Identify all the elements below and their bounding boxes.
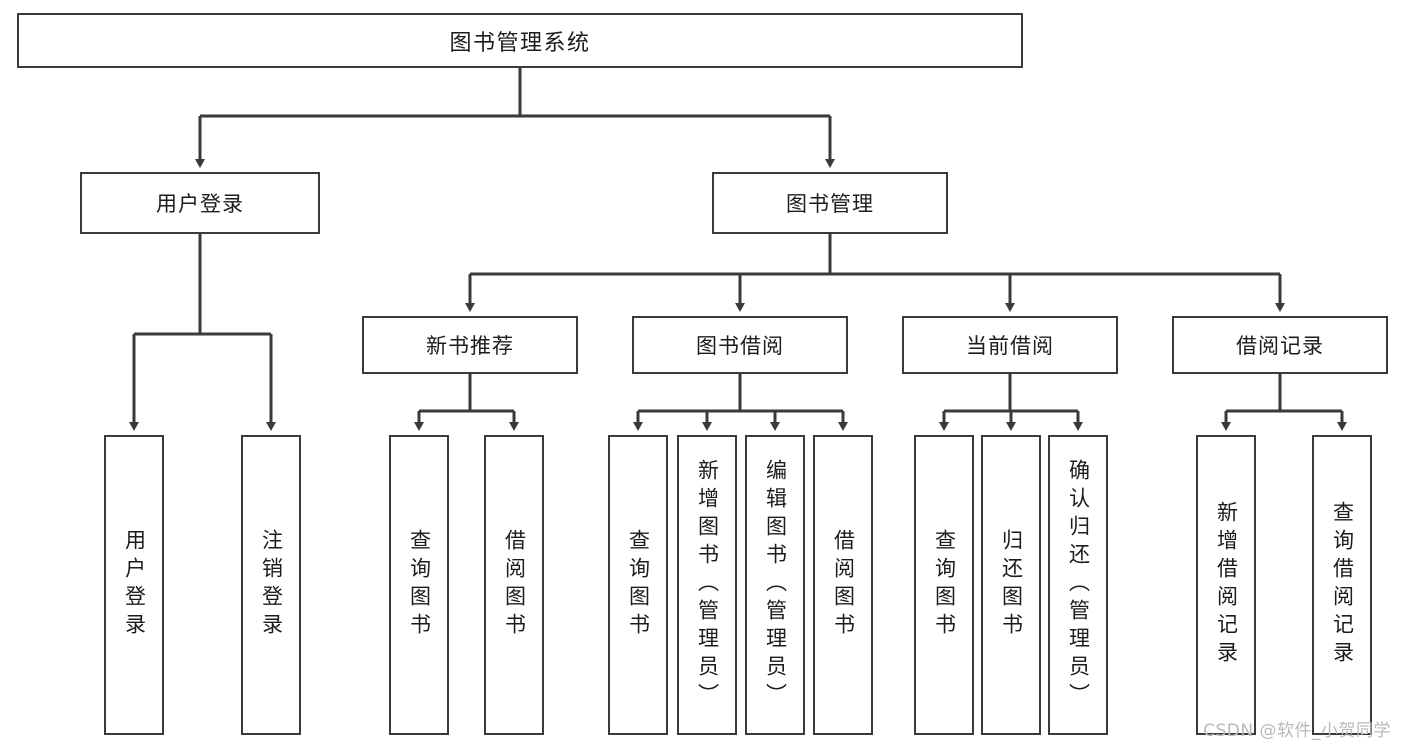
- node-user-login[interactable]: 用户登录: [80, 172, 320, 234]
- leaf-logout[interactable]: 注销登录: [241, 435, 301, 735]
- node-root[interactable]: 图书管理系统: [17, 13, 1023, 68]
- leaf-edit-book-admin-label: 编辑图书（管理员）: [763, 459, 788, 711]
- node-new-book-recommend-label: 新书推荐: [426, 334, 514, 358]
- leaf-query-borrow-record-label: 查询借阅记录: [1330, 501, 1355, 669]
- leaf-query-book-borrow-label: 查询图书: [626, 529, 651, 641]
- node-new-book-recommend[interactable]: 新书推荐: [362, 316, 578, 374]
- node-book-management[interactable]: 图书管理: [712, 172, 948, 234]
- leaf-edit-book-admin[interactable]: 编辑图书（管理员）: [745, 435, 805, 735]
- leaf-confirm-return-admin-label: 确认归还（管理员）: [1066, 459, 1091, 711]
- leaf-query-book-recommend-label: 查询图书: [407, 529, 432, 641]
- leaf-borrow-book-recommend[interactable]: 借阅图书: [484, 435, 544, 735]
- leaf-add-book-admin-label: 新增图书（管理员）: [695, 459, 720, 711]
- node-borrow-record[interactable]: 借阅记录: [1172, 316, 1388, 374]
- leaf-return-book[interactable]: 归还图书: [981, 435, 1041, 735]
- leaf-borrow-book-recommend-label: 借阅图书: [502, 529, 527, 641]
- node-current-borrow-label: 当前借阅: [966, 334, 1054, 358]
- node-book-management-label: 图书管理: [786, 192, 874, 216]
- leaf-confirm-return-admin[interactable]: 确认归还（管理员）: [1048, 435, 1108, 735]
- leaf-borrow-book-label: 借阅图书: [831, 529, 856, 641]
- leaf-logout-label: 注销登录: [259, 529, 284, 641]
- node-book-borrow-label: 图书借阅: [696, 334, 784, 358]
- leaf-return-book-label: 归还图书: [999, 529, 1024, 641]
- node-root-label: 图书管理系统: [449, 30, 591, 56]
- node-user-login-label: 用户登录: [156, 192, 244, 216]
- node-borrow-record-label: 借阅记录: [1236, 334, 1324, 358]
- node-current-borrow[interactable]: 当前借阅: [902, 316, 1118, 374]
- leaf-query-book-recommend[interactable]: 查询图书: [389, 435, 449, 735]
- leaf-query-book-current-label: 查询图书: [932, 529, 957, 641]
- leaf-borrow-book[interactable]: 借阅图书: [813, 435, 873, 735]
- leaf-user-login[interactable]: 用户登录: [104, 435, 164, 735]
- leaf-query-borrow-record[interactable]: 查询借阅记录: [1312, 435, 1372, 735]
- leaf-add-borrow-record[interactable]: 新增借阅记录: [1196, 435, 1256, 735]
- node-book-borrow[interactable]: 图书借阅: [632, 316, 848, 374]
- leaf-add-borrow-record-label: 新增借阅记录: [1214, 501, 1239, 669]
- leaf-query-book-current[interactable]: 查询图书: [914, 435, 974, 735]
- leaf-query-book-borrow[interactable]: 查询图书: [608, 435, 668, 735]
- leaf-user-login-label: 用户登录: [122, 529, 147, 641]
- leaf-add-book-admin[interactable]: 新增图书（管理员）: [677, 435, 737, 735]
- watermark: CSDN @软件_小贺同学: [1203, 721, 1391, 741]
